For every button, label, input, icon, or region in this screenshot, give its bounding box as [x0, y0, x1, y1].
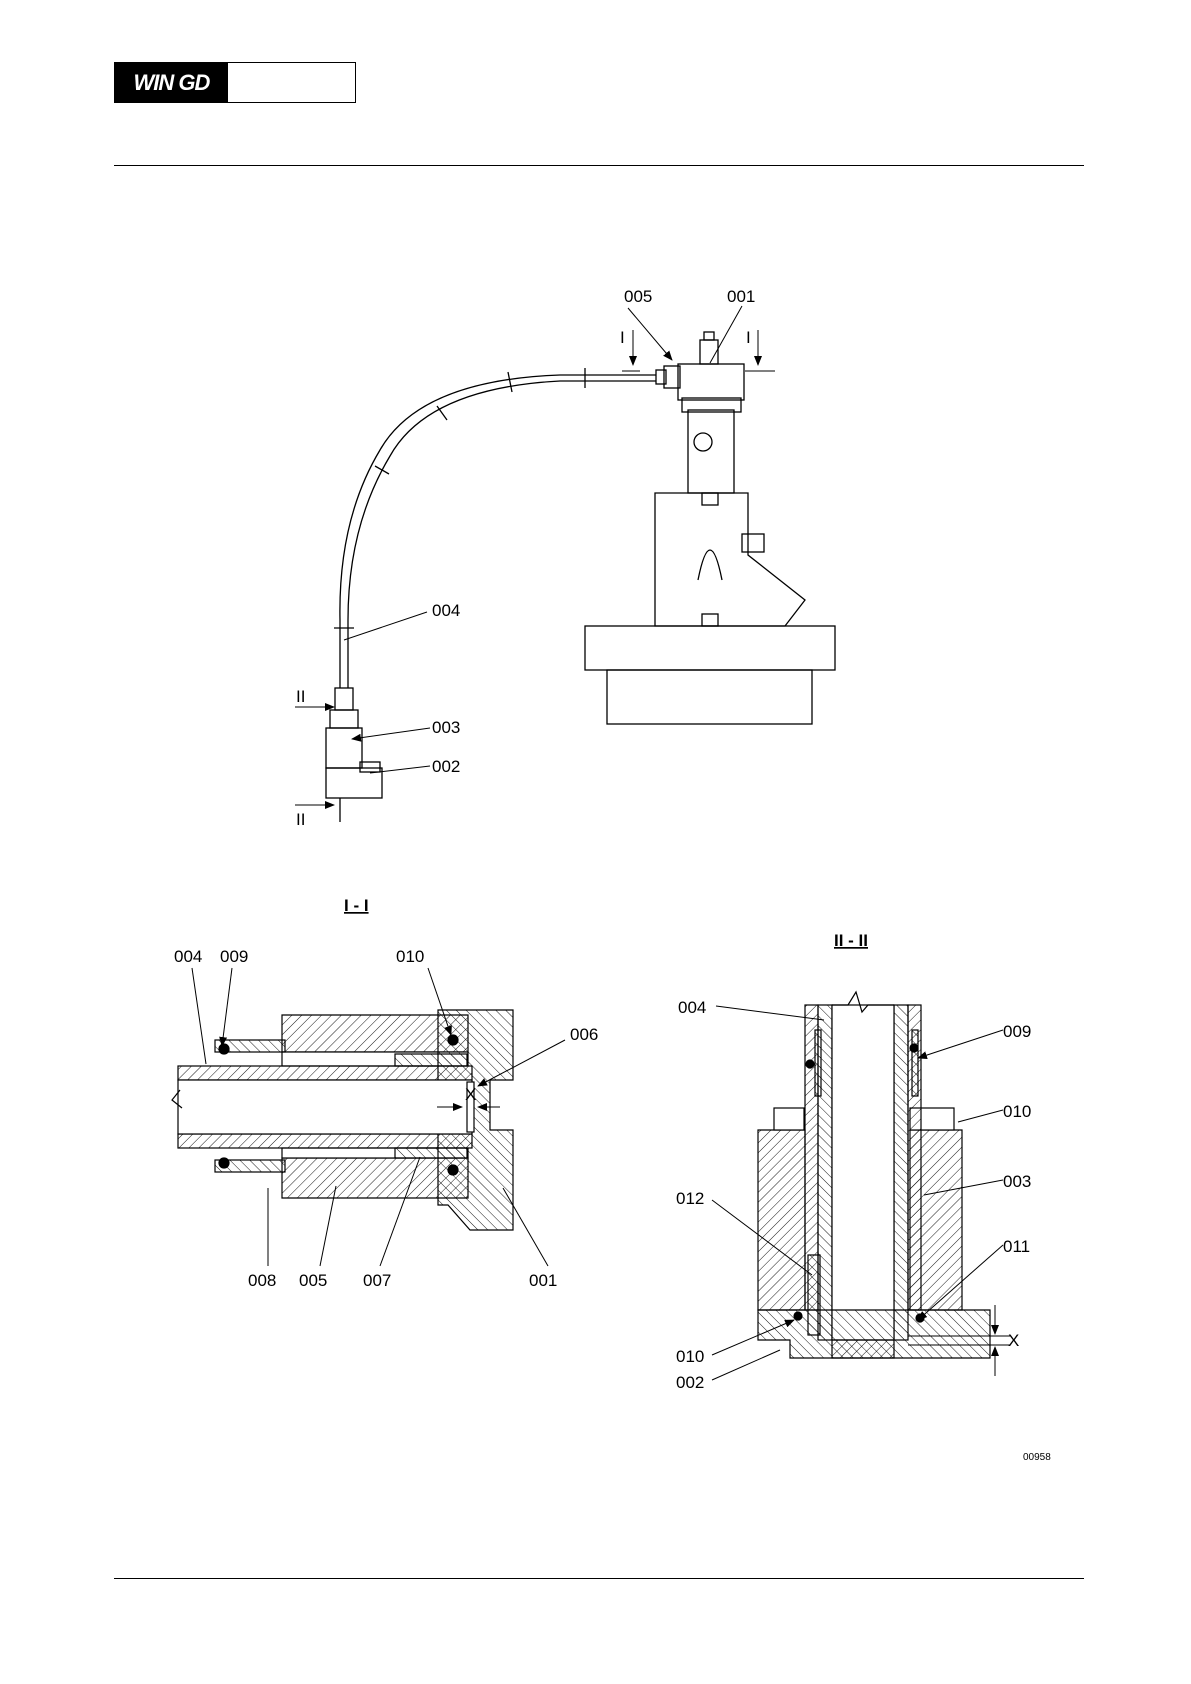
dimension-x: X	[465, 1085, 476, 1104]
dimension-x: X	[1008, 1331, 1019, 1350]
label-003: 003	[1003, 1172, 1031, 1191]
label-009: 009	[1003, 1022, 1031, 1041]
section-ii-drawing	[758, 992, 990, 1358]
seal-009-left	[815, 1030, 821, 1096]
seal-010-upper	[448, 1035, 458, 1045]
fitting-003	[330, 710, 358, 728]
section-i-drawing	[172, 1010, 513, 1230]
section-mark-ii-top: II	[296, 687, 305, 706]
pipe-004-upper-wall	[178, 1066, 472, 1080]
label-010-upper: 010	[1003, 1102, 1031, 1121]
label-012: 012	[676, 1189, 704, 1208]
seal-010-lower	[448, 1165, 458, 1175]
general-leaders	[295, 306, 775, 805]
callout-005: 005	[624, 287, 652, 306]
fitting-003-left	[758, 1130, 805, 1310]
general-view	[326, 332, 835, 822]
callout-003: 003	[432, 718, 460, 737]
section-ii-title: II - II	[834, 931, 868, 950]
seal-009-lower	[219, 1158, 229, 1168]
label-001: 001	[529, 1271, 557, 1290]
general-labels: 005 001 I I 004 II 003 002 II	[296, 287, 755, 829]
label-008: 008	[248, 1271, 276, 1290]
pump-column	[688, 410, 734, 493]
hose-004-outer	[340, 375, 656, 688]
housing-arch	[698, 550, 722, 580]
section-i-title: I - I	[344, 896, 369, 915]
section-mark-i-left: I	[620, 328, 625, 347]
hose-004-inner	[348, 381, 656, 688]
label-004: 004	[678, 998, 706, 1017]
base-plate	[585, 626, 835, 670]
nut-010-left	[774, 1108, 804, 1130]
section-mark-ii-bottom: II	[296, 810, 305, 829]
drawing-reference: 00958	[1023, 1452, 1051, 1463]
pipe-004-lower-wall	[178, 1134, 472, 1148]
label-004: 004	[174, 947, 202, 966]
seal-009-right	[912, 1030, 918, 1096]
pipe-bore	[178, 1080, 472, 1134]
base-block	[607, 670, 812, 724]
insert-007-upper	[395, 1054, 467, 1066]
label-007: 007	[363, 1271, 391, 1290]
seal-009-upper	[219, 1044, 229, 1054]
label-011: 011	[1003, 1237, 1030, 1256]
label-006: 006	[570, 1025, 598, 1044]
pump-housing	[655, 493, 805, 626]
label-005: 005	[299, 1271, 327, 1290]
callout-004: 004	[432, 601, 460, 620]
pump-head	[678, 364, 744, 400]
insert-007-lower	[395, 1148, 467, 1158]
section-mark-i-right: I	[746, 328, 751, 347]
fitting-lower	[335, 688, 353, 710]
pipe-bore-vertical	[832, 1005, 894, 1340]
label-010-lower: 010	[676, 1347, 704, 1366]
adapter-002-upper	[326, 728, 362, 768]
label-002: 002	[676, 1373, 704, 1392]
label-009: 009	[220, 947, 248, 966]
label-010: 010	[396, 947, 424, 966]
callout-002: 002	[432, 757, 460, 776]
pipe-004-right-wall	[894, 1005, 908, 1340]
callout-001: 001	[727, 287, 755, 306]
housing-window	[742, 534, 764, 552]
